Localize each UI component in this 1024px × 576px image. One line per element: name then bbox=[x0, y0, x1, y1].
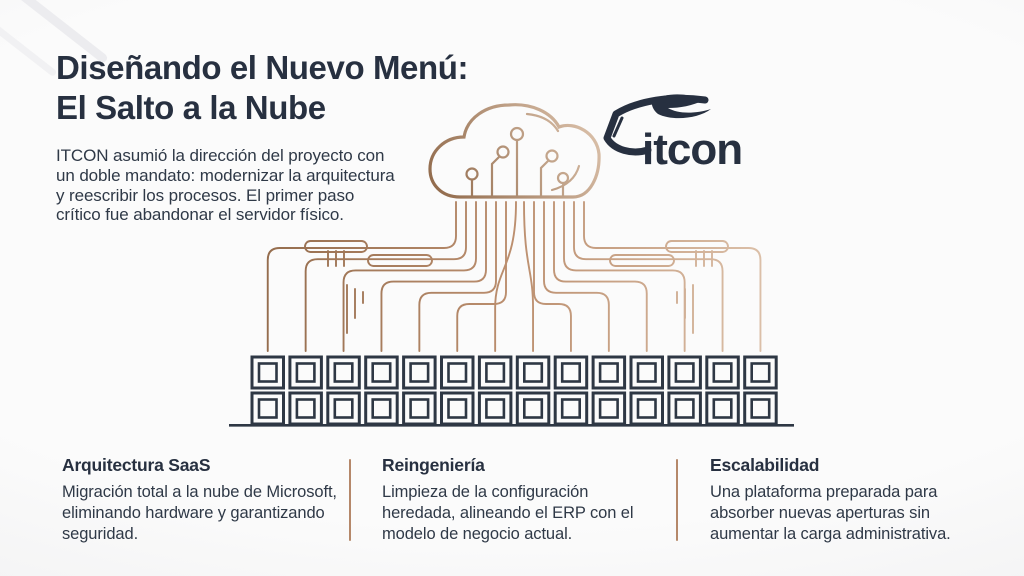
server-block bbox=[591, 355, 627, 390]
column-divider bbox=[349, 459, 351, 541]
server-block bbox=[515, 391, 551, 426]
column-body: Limpieza de la configuración heredada, a… bbox=[382, 483, 634, 543]
logo-swoosh-accent bbox=[612, 116, 624, 138]
server-block bbox=[667, 355, 702, 390]
column-heading: Escalabilidad bbox=[710, 455, 820, 475]
column-heading: Reingeniería bbox=[382, 455, 485, 475]
column-arquitectura-saas: Arquitectura SaaS Migración total a la n… bbox=[62, 455, 338, 545]
server-block bbox=[515, 355, 551, 390]
server-block bbox=[402, 391, 437, 426]
server-block bbox=[743, 391, 778, 426]
server-block bbox=[288, 391, 323, 426]
server-block bbox=[629, 391, 664, 426]
title-line: El Salto a la Nube bbox=[56, 89, 326, 126]
server-block bbox=[553, 391, 589, 426]
server-block bbox=[250, 355, 285, 390]
column-body: Una plataforma preparada para absorber n… bbox=[710, 483, 951, 543]
company-logo: itcon bbox=[592, 88, 772, 178]
server-block bbox=[288, 355, 323, 390]
server-block bbox=[477, 391, 513, 426]
server-block bbox=[743, 355, 778, 390]
server-block bbox=[402, 355, 437, 390]
server-block bbox=[326, 391, 361, 426]
server-block bbox=[591, 391, 627, 426]
server-block bbox=[364, 355, 399, 390]
server-block bbox=[477, 355, 513, 390]
column-heading: Arquitectura SaaS bbox=[62, 455, 211, 475]
intro-line: un doble mandato: modernizar la arquitec… bbox=[56, 165, 395, 185]
intro-line: crítico fue abandonar el servidor físico… bbox=[56, 205, 344, 225]
intro-line: y reescribir los procesos. El primer pas… bbox=[56, 185, 355, 205]
server-block bbox=[440, 391, 475, 426]
logo-swoosh-icon bbox=[603, 94, 709, 156]
server-block bbox=[667, 391, 702, 426]
intro-paragraph: ITCON asumió la dirección del proyecto c… bbox=[56, 146, 395, 225]
column-body: Migración total a la nube de Microsoft, … bbox=[62, 483, 337, 543]
column-divider bbox=[676, 459, 678, 541]
logo-graphic: itcon bbox=[603, 94, 743, 174]
server-block bbox=[705, 391, 740, 426]
server-block bbox=[553, 355, 589, 390]
server-block bbox=[629, 355, 664, 390]
server-block bbox=[705, 355, 740, 390]
server-block bbox=[364, 391, 399, 426]
page-title: Diseñando el Nuevo Menú: El Salto a la N… bbox=[56, 48, 576, 128]
title-line: Diseñando el Nuevo Menú: bbox=[56, 49, 469, 86]
column-escalabilidad: Escalabilidad Una plataforma preparada p… bbox=[710, 455, 996, 545]
server-block bbox=[440, 355, 475, 390]
logo-text: itcon bbox=[642, 125, 742, 174]
server-block bbox=[250, 391, 285, 426]
column-reingenieria: Reingeniería Limpieza de la configuració… bbox=[382, 455, 662, 545]
intro-line: ITCON asumió la dirección del proyecto c… bbox=[56, 146, 385, 165]
server-block bbox=[326, 355, 361, 390]
